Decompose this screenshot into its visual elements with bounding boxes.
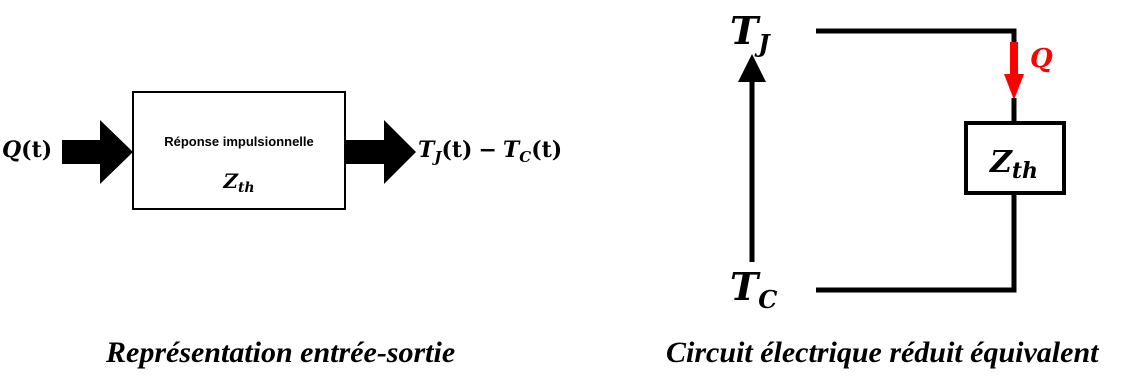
- top-wire: [816, 28, 1017, 68]
- left-caption: Représentation entrée-sortie: [106, 336, 456, 369]
- transfer-block: [132, 91, 346, 210]
- flow-arrow-shaft: [1010, 42, 1018, 76]
- input-label: Q(t): [2, 137, 52, 163]
- tc-node-label: TC: [730, 264, 777, 314]
- flow-arrow-head: [1004, 74, 1024, 100]
- temperature-difference-arrow-head: [738, 54, 766, 82]
- block-label: Réponse impulsionnelle: [164, 134, 314, 149]
- input-output-diagram: Q(t) Réponse impulsionnelle Zth TJ(t)−TC…: [2, 91, 562, 210]
- impedance-label: Zth: [989, 145, 1038, 184]
- right-caption: Circuit électrique réduit équivalent: [666, 336, 1099, 369]
- input-arrow: [62, 120, 133, 184]
- output-label: TJ(t)−TC(t): [418, 137, 562, 166]
- tj-node-label: TJ: [730, 8, 771, 58]
- circuit-diagram: TJ TC Q Zth: [730, 8, 1066, 314]
- bottom-wire: [816, 193, 1017, 293]
- flow-label: Q: [1030, 44, 1053, 74]
- output-arrow: [345, 120, 416, 184]
- block-symbol: Zth: [222, 169, 254, 196]
